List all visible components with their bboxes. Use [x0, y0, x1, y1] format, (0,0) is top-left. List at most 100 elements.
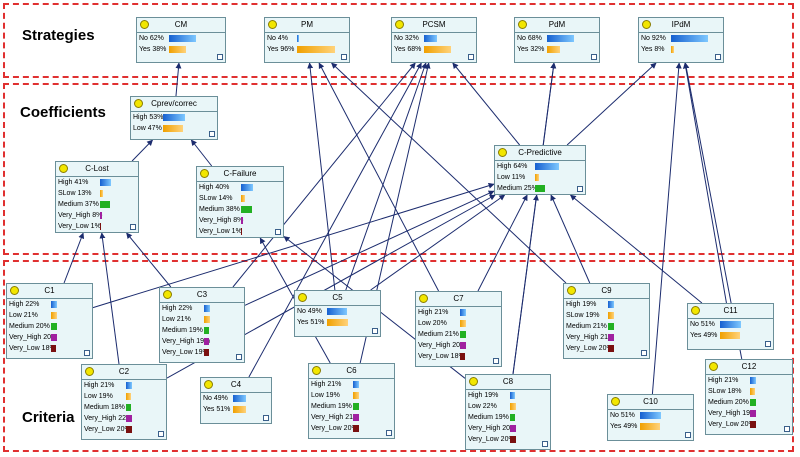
checkbox-icon[interactable]: [263, 415, 269, 421]
state-row: Very_High 22%: [82, 413, 166, 424]
state-label: Medium 37%: [58, 201, 99, 208]
checkbox-icon[interactable]: [577, 186, 583, 192]
state-label: High 21%: [311, 381, 342, 388]
state-row: Very_Low 1%: [197, 226, 283, 237]
bulb-icon: [134, 99, 143, 108]
state-bar: [204, 327, 209, 334]
state-label: Very_Low 1%: [58, 223, 101, 230]
checkbox-icon[interactable]: [493, 358, 499, 364]
checkbox-icon[interactable]: [130, 224, 136, 230]
state-label: No 49%: [297, 308, 322, 315]
state-label: High 19%: [566, 301, 597, 308]
state-bar: [750, 399, 756, 406]
checkbox-icon[interactable]: [468, 54, 474, 60]
criteria-label: Criteria: [22, 409, 75, 426]
state-row: Yes 8%: [639, 44, 723, 55]
state-row: SLow 13%: [56, 188, 138, 199]
node-title: C10: [608, 395, 693, 410]
bulb-icon: [567, 286, 576, 295]
state-bar: [353, 403, 359, 410]
state-bar: [671, 35, 708, 42]
node-title-text: C6: [346, 366, 357, 375]
checkbox-icon[interactable]: [341, 54, 347, 60]
state-label: No 49%: [203, 395, 228, 402]
state-label: Medium 20%: [9, 323, 50, 330]
checkbox-icon[interactable]: [542, 441, 548, 447]
state-bar: [510, 392, 515, 399]
checkbox-icon[interactable]: [209, 131, 215, 137]
state-bar: [547, 35, 574, 42]
state-label: Medium 25%: [497, 185, 538, 192]
node-title-text: C9: [601, 286, 612, 295]
state-label: High 21%: [418, 309, 449, 316]
checkbox-icon[interactable]: [784, 426, 790, 432]
state-label: Very_High 21%: [311, 414, 360, 421]
state-label: Medium 20%: [708, 399, 749, 406]
bulb-icon: [204, 380, 213, 389]
checkbox-icon[interactable]: [158, 431, 164, 437]
node-title: PdM: [515, 18, 599, 33]
checkbox-icon[interactable]: [386, 430, 392, 436]
state-bar: [608, 345, 614, 352]
checkbox-icon[interactable]: [641, 350, 647, 356]
bulb-icon: [395, 20, 404, 29]
checkbox-icon[interactable]: [84, 350, 90, 356]
state-row: Very_Low 1%: [56, 221, 138, 232]
node-title: C12: [706, 360, 792, 375]
checkbox-icon[interactable]: [275, 229, 281, 235]
bulb-icon: [498, 148, 507, 157]
state-row: No 4%: [265, 33, 349, 44]
state-label: Yes 49%: [610, 423, 638, 430]
state-bar: [671, 46, 674, 53]
state-row: Yes 49%: [608, 421, 693, 432]
state-label: High 21%: [708, 377, 739, 384]
state-label: Very_High 20%: [468, 425, 517, 432]
state-bar: [750, 410, 756, 417]
state-label: Very_Low 19%: [162, 349, 209, 356]
state-row: Very_High 20%: [466, 423, 550, 434]
node-title: IPdM: [639, 18, 723, 33]
checkbox-icon[interactable]: [765, 341, 771, 347]
state-label: Low 19%: [84, 393, 113, 400]
bulb-icon: [298, 293, 307, 302]
state-row: Very_Low 20%: [466, 434, 550, 445]
state-label: Yes 49%: [690, 332, 718, 339]
checkbox-icon[interactable]: [591, 54, 597, 60]
checkbox-icon[interactable]: [217, 54, 223, 60]
bulb-icon: [419, 294, 428, 303]
checkbox-icon[interactable]: [372, 328, 378, 334]
state-bar: [353, 392, 359, 399]
checkbox-icon[interactable]: [236, 354, 242, 360]
state-label: Medium 21%: [418, 331, 459, 338]
node-title-text: C5: [332, 293, 343, 302]
state-row: Medium 18%: [82, 402, 166, 413]
state-row: No 51%: [608, 410, 693, 421]
state-label: Very_Low 20%: [311, 425, 358, 432]
state-row: High 19%: [466, 390, 550, 401]
state-bar: [241, 217, 243, 224]
state-row: Yes 68%: [392, 44, 476, 55]
checkbox-icon[interactable]: [685, 432, 691, 438]
checkbox-icon[interactable]: [715, 54, 721, 60]
